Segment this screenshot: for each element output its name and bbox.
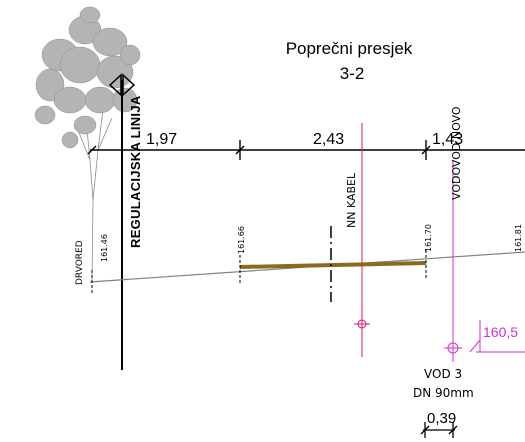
pink-level-label: 160,5 (483, 324, 518, 340)
elevation-label-2: 161.66 (237, 226, 246, 254)
nn-cable-marker (354, 319, 370, 329)
elevation-label-1: 161.46 (100, 234, 109, 262)
elevation-markers (91, 250, 427, 295)
dimension-seg2: 2,43 (313, 131, 344, 148)
tree-icon (34, 6, 141, 283)
dimension-seg1: 1,97 (146, 131, 177, 148)
title-line2: 3-2 (340, 64, 365, 83)
regulation-line-symbol (108, 73, 136, 97)
pipe-label-1: VOD 3 (424, 367, 462, 381)
nn-cable-label: NN KABEL (345, 172, 358, 228)
elevation-label-3: 161.70 (424, 224, 433, 252)
tree-row-label: DRVORED (75, 240, 85, 285)
pink-level-marker (469, 320, 525, 353)
bottom-dimension-label: 0,39 (427, 410, 456, 427)
title-line1: Poprečni presjek (286, 39, 413, 58)
elevation-label-4: 161.81 (514, 224, 523, 252)
water-new-label: VODOVOD NOVO (450, 106, 463, 200)
dimension-seg3: 1,43 (432, 131, 463, 148)
pipe-label-2: DN 90mm (413, 386, 474, 400)
water-pipe-marker (444, 342, 462, 354)
dimension-ticks (87, 140, 431, 160)
regulation-line-label: REGULACIJSKA LINIJA (128, 95, 143, 248)
bottom-dimension (420, 422, 458, 438)
pavement-line (239, 261, 427, 269)
